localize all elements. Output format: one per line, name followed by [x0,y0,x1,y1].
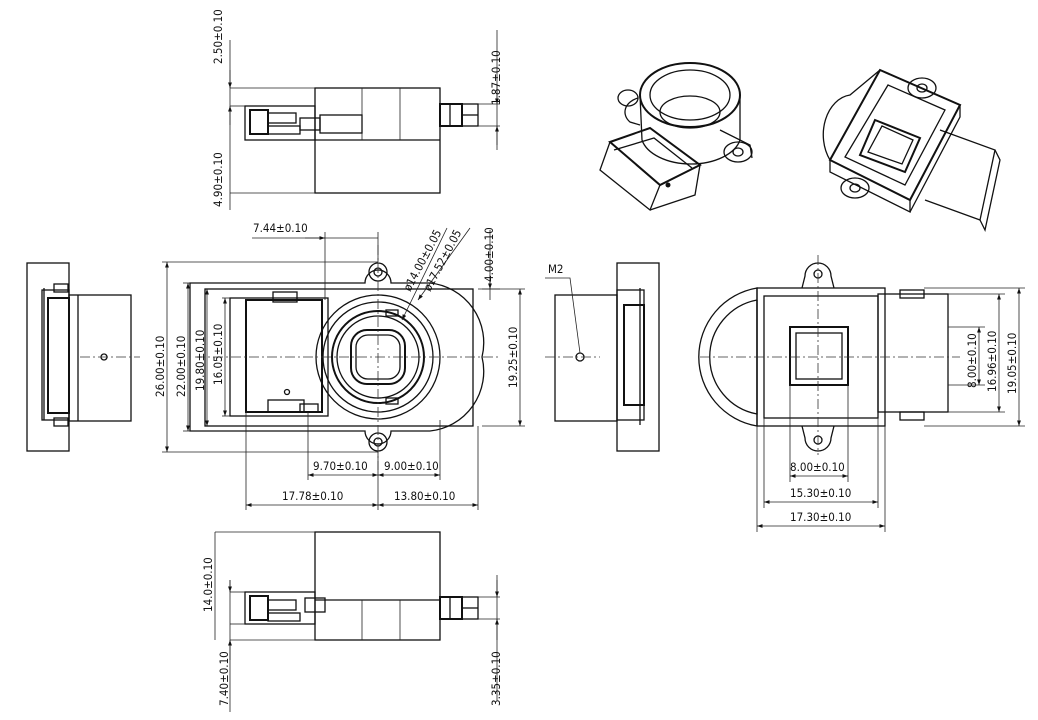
dim-front-1778: 17.78±0.10 [282,489,343,503]
bottom-view: 14.0±0.10 7.40±0.10 3.35±0.10 [201,531,503,712]
dim-right-1530: 15.30±0.10 [790,486,851,500]
dim-front-2600: 26.00±0.10 [153,336,167,397]
dim-bottom-335: 3.35±0.10 [489,651,503,706]
left-side-view [26,262,140,452]
dim-front-1925: 19.25±0.10 [506,327,520,388]
dim-front-744: 7.44±0.10 [253,221,308,235]
dim-right-1730: 17.30±0.10 [790,510,851,524]
dim-right-1905: 19.05±0.10 [1005,333,1019,394]
dim-front-2200: 22.00±0.10 [174,336,188,397]
dim-front-1380: 13.80±0.10 [394,489,455,503]
dim-top-490: 4.90±0.10 [211,152,225,207]
dim-top-250: 2.50±0.10 [211,9,225,64]
dim-bottom-740: 7.40±0.10 [217,651,231,706]
dim-front-1980: 19.80±0.10 [193,330,207,391]
right-side-view: M2 [545,262,660,452]
dim-front-1605: 16.05±0.10 [211,324,225,385]
dim-top-187: 1.87±0.10 [489,50,503,105]
isometric-view-rear [822,68,1001,232]
rear-view: 8.00±0.10 16.96±0.10 19.05±0.10 8.00±0.1… [698,255,1025,532]
front-view: 7.44±0.10 ø14.00±0.05 ø17.52±0.05 4.00±0… [153,221,525,510]
dim-bottom-1400: 14.0±0.10 [201,557,215,612]
dim-right-1696: 16.96±0.10 [985,331,999,392]
top-view: 2.50±0.10 1.87±0.10 4.90±0.10 [211,9,503,210]
isometric-view-lens [599,62,753,212]
dim-right-800: 8.00±0.10 [965,333,979,388]
dim-front-900: 9.00±0.10 [384,459,439,473]
dim-front-400: 4.00±0.10 [482,227,496,282]
dim-front-970: 9.70±0.10 [313,459,368,473]
label-m2: M2 [548,262,564,276]
dim-right-800b: 8.00±0.10 [790,460,845,474]
